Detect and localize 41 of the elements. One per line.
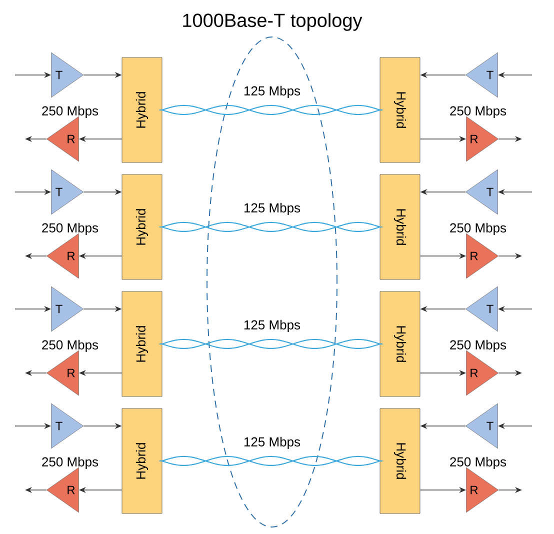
- transmitter-triangle: T: [51, 286, 84, 332]
- rate-label: 250 Mbps: [450, 456, 506, 470]
- hybrid-box: Hybrid: [380, 57, 420, 163]
- edge-label: 125 Mbps: [242, 202, 302, 216]
- rate-label: 250 Mbps: [42, 340, 98, 352]
- hybrid-box: Hybrid: [380, 291, 420, 397]
- receiver-triangle: R: [46, 467, 79, 513]
- hybrid-box: Hybrid: [122, 291, 162, 397]
- transmitter-triangle: T: [465, 286, 498, 332]
- hybrid-box: Hybrid: [122, 57, 162, 163]
- twisted-pair: [161, 104, 381, 116]
- title: 1000Base-T topology: [183, 13, 362, 31]
- rate-label: 250 Mbps: [450, 106, 506, 118]
- transmitter-triangle: T: [51, 169, 84, 215]
- hybrid-box: Hybrid: [380, 174, 420, 280]
- edge-label: 125 Mbps: [242, 318, 302, 334]
- rate-label: 250 Mbps: [42, 222, 98, 236]
- transmitter-triangle: T: [465, 169, 498, 215]
- twisted-pair: [161, 338, 381, 350]
- twisted-pair: [161, 222, 381, 232]
- rate-label: 250 Mbps: [450, 222, 506, 236]
- receiver-triangle: R: [466, 467, 499, 513]
- rate-label: 250 Mbps: [450, 340, 506, 352]
- transmitter-triangle: T: [51, 403, 84, 449]
- transmitter-triangle: T: [465, 403, 498, 449]
- receiver-triangle: R: [466, 350, 499, 396]
- transmitter-triangle: T: [51, 52, 84, 98]
- rate-label: 250 Mbps: [42, 456, 98, 470]
- rate-label: 250 Mbps: [42, 106, 98, 118]
- receiver-triangle: R: [466, 233, 499, 279]
- edge-label: 125 Mbps: [242, 436, 302, 450]
- receiver-triangle: R: [46, 350, 79, 396]
- edge-label: 125 Mbps: [242, 84, 302, 100]
- receiver-triangle: R: [466, 116, 499, 162]
- transmitter-triangle: T: [465, 52, 498, 98]
- hybrid-box: Hybrid: [122, 174, 162, 280]
- receiver-triangle: R: [46, 233, 79, 279]
- hybrid-box: Hybrid: [380, 408, 420, 514]
- twisted-pair: [161, 456, 381, 466]
- receiver-triangle: R: [46, 116, 79, 162]
- hybrid-box: Hybrid: [122, 408, 162, 514]
